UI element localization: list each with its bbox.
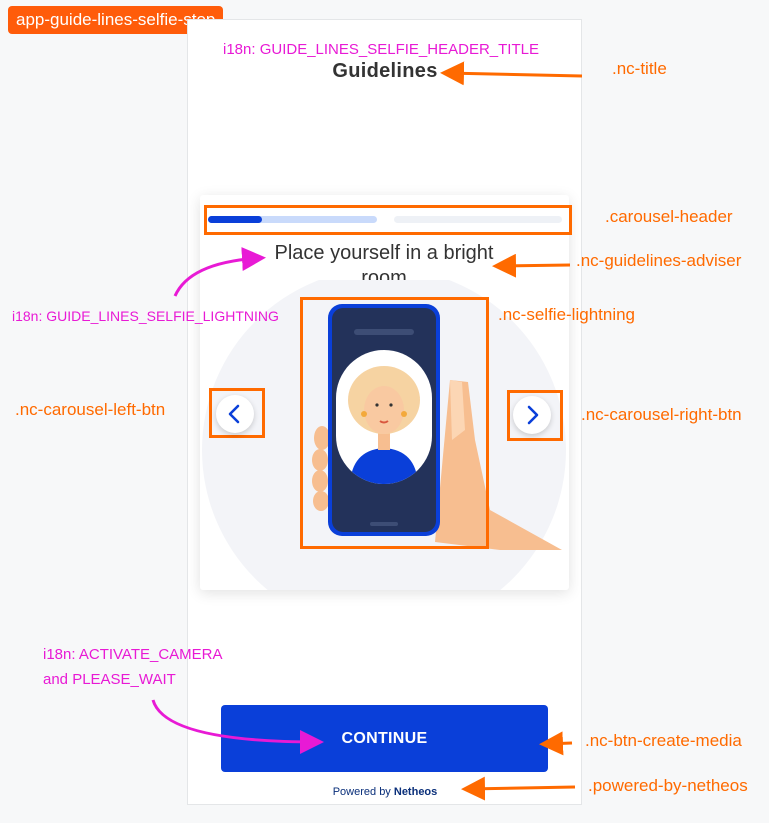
powered-by-netheos[interactable]: Powered by Netheos bbox=[300, 786, 470, 798]
progress-track-1 bbox=[208, 216, 377, 223]
selfie-illustration bbox=[202, 280, 566, 590]
carousel-header bbox=[204, 205, 572, 235]
annotation-powered: .powered-by-netheos bbox=[588, 776, 748, 795]
chevron-left-icon bbox=[228, 404, 240, 424]
adviser-i18n-key: i18n: GUIDE_LINES_SELFIE_LIGHTNING bbox=[12, 308, 279, 324]
progress-track-2 bbox=[394, 216, 562, 223]
annotation-cta: .nc-btn-create-media bbox=[585, 731, 742, 750]
annotation-carousel-header: .carousel-header bbox=[605, 207, 733, 226]
selfie-lightning bbox=[300, 297, 489, 549]
title-i18n-key: i18n: GUIDE_LINES_SELFIE_HEADER_TITLE bbox=[223, 41, 539, 58]
cta-i18n-line-1: i18n: ACTIVATE_CAMERA bbox=[43, 646, 223, 663]
carousel-left-button[interactable] bbox=[216, 395, 254, 433]
carousel-right-btn-frame bbox=[507, 390, 563, 441]
continue-button[interactable]: CONTINUE bbox=[221, 705, 548, 772]
page-title: Guidelines bbox=[332, 60, 438, 82]
carousel-left-btn-frame bbox=[209, 388, 265, 438]
annotation-selfie: .nc-selfie-lightning bbox=[498, 305, 636, 324]
annotation-left-btn: .nc-carousel-left-btn bbox=[15, 400, 166, 419]
chevron-right-icon bbox=[527, 405, 539, 425]
annotation-right-btn: .nc-carousel-right-btn bbox=[581, 405, 742, 424]
powered-by-prefix: Powered by bbox=[332, 786, 391, 798]
carousel-right-button[interactable] bbox=[513, 396, 551, 434]
powered-by-brand: Netheos bbox=[393, 786, 438, 798]
progress-fill-1 bbox=[208, 216, 263, 223]
annotation-adviser: .nc-guidelines-adviser bbox=[576, 251, 742, 270]
annotation-title: .nc-title bbox=[612, 59, 667, 78]
cta-i18n-line-2: and PLEASE_WAIT bbox=[43, 671, 176, 688]
